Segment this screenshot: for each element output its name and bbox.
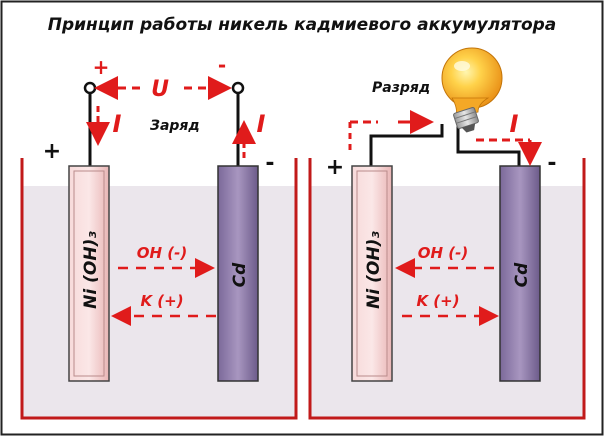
discharge-mode-label: Разряд (372, 80, 430, 96)
charge-positive-electrode-label: Ni (OH)₃ (81, 231, 101, 309)
discharge-tank (308, 158, 586, 420)
discharge-current: I (510, 110, 519, 138)
charge-minus-sign: - (265, 151, 274, 176)
discharge-cell: Ni (OH)₃ Cd Разряд I + - OH (-) K (+) (308, 47, 586, 420)
charge-current-right: I (257, 110, 266, 138)
discharge-minus-sign: - (547, 151, 556, 176)
charge-minus-terminal: - (218, 53, 226, 77)
discharge-wire-positive (369, 124, 444, 166)
charge-cell: Ni (OH)₃ Cd U + - I I Заряд + - OH (-) K… (20, 53, 298, 420)
charge-tank (20, 158, 298, 420)
charge-nickel-electrode (68, 165, 110, 382)
discharge-nickel-electrode (351, 165, 393, 382)
discharge-ion-k: K (+) (416, 292, 459, 310)
charge-negative-electrode-label: Cd (230, 262, 250, 287)
discharge-plus-sign: + (326, 155, 344, 180)
discharge-nickel-electrode-inner (356, 170, 388, 377)
charge-nickel-electrode-inner (73, 170, 105, 377)
discharge-positive-electrode-label: Ni (OH)₃ (364, 231, 384, 309)
voltage-label: U (151, 77, 169, 102)
charge-current-left: I (113, 110, 122, 138)
light-bulb-icon (441, 47, 503, 133)
charge-plus-terminal: + (93, 55, 110, 79)
discharge-cadmium-electrode (499, 165, 541, 382)
discharge-negative-electrode-label: Cd (512, 262, 532, 287)
charge-mode-label: Заряд (150, 118, 200, 134)
discharge-ion-oh: OH (-) (418, 244, 468, 262)
charge-plus-sign: + (43, 139, 61, 164)
charge-terminal-negative (231, 81, 245, 95)
charge-cadmium-electrode (217, 165, 259, 382)
diagram-title: Принцип работы никель кадмиевого аккумул… (48, 15, 557, 35)
charge-ion-k: K (+) (140, 292, 183, 310)
charge-terminal-positive (83, 81, 97, 95)
charge-ion-oh: OH (-) (137, 244, 187, 262)
